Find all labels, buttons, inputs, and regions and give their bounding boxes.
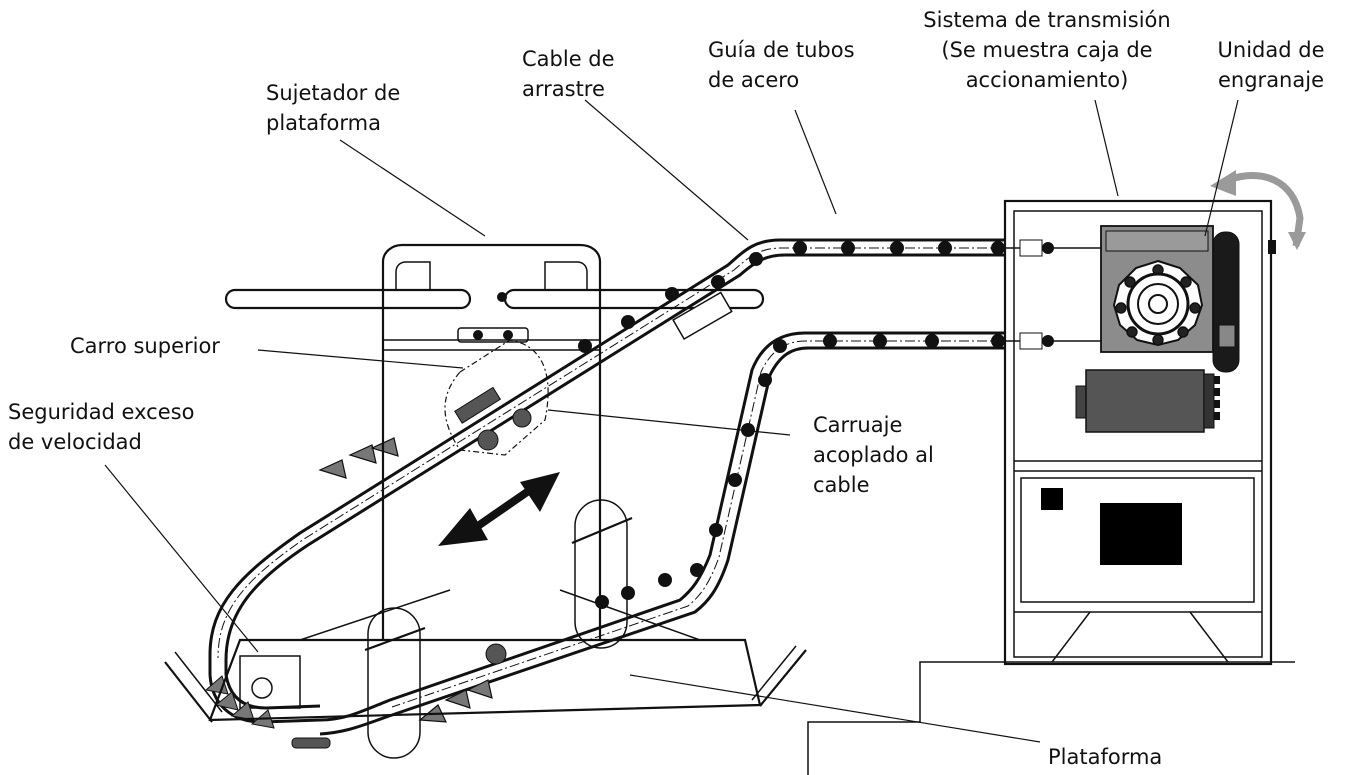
cable-beads bbox=[578, 241, 1005, 609]
rotation-arrow bbox=[1210, 170, 1306, 250]
label-cable-carriage-line2: acoplado al bbox=[813, 443, 934, 467]
rail-rollers bbox=[318, 437, 493, 723]
label-drag-cable-line2: arrastre bbox=[522, 77, 605, 101]
platform-holder bbox=[224, 243, 765, 343]
label-platform-holder-line2: plataforma bbox=[266, 111, 381, 135]
label-platform-line1: Plataforma bbox=[1048, 745, 1162, 769]
drive-cabinet bbox=[1003, 199, 1273, 666]
control-block bbox=[1100, 503, 1182, 565]
label-overspeed-safety-line1: Seguridad exceso bbox=[8, 400, 194, 424]
label-platform-holder: Sujetador de plataforma bbox=[266, 81, 400, 135]
gearbox bbox=[1100, 225, 1276, 353]
label-overspeed-safety-line2: de velocidad bbox=[8, 430, 142, 454]
label-upper-carriage-line1: Carro superior bbox=[70, 334, 220, 358]
drive-belt bbox=[1212, 231, 1240, 373]
label-tube-guide-line2: de acero bbox=[708, 68, 799, 92]
cable-lines bbox=[1005, 239, 1101, 350]
label-tube-guide-line1: Guía de tubos bbox=[708, 38, 855, 62]
label-gear-unit-line2: engranaje bbox=[1218, 68, 1324, 92]
upper-carriage bbox=[444, 339, 549, 456]
label-transmission-line1: Sistema de transmisión bbox=[923, 8, 1170, 32]
label-platform: Plataforma bbox=[1048, 745, 1162, 769]
control-indicator bbox=[1041, 488, 1063, 510]
label-transmission: Sistema de transmisión (Se muestra caja … bbox=[923, 8, 1170, 92]
label-gear-unit-line1: Unidad de bbox=[1218, 38, 1325, 62]
label-gear-unit: Unidad de engranaje bbox=[1218, 38, 1325, 92]
label-transmission-line3: accionamiento) bbox=[966, 68, 1129, 92]
label-cable-carriage: Carruaje acoplado al cable bbox=[813, 413, 934, 497]
label-drag-cable-line1: Cable de bbox=[522, 47, 615, 71]
motion-arrow bbox=[438, 472, 560, 546]
label-platform-holder-line1: Sujetador de bbox=[266, 81, 400, 105]
label-drag-cable: Cable de arrastre bbox=[522, 47, 615, 101]
cable-carriages bbox=[364, 499, 633, 759]
label-tube-guide: Guía de tubos de acero bbox=[708, 38, 855, 92]
outer-rail bbox=[208, 238, 1005, 675]
label-overspeed-safety: Seguridad exceso de velocidad bbox=[8, 400, 194, 454]
platform-base bbox=[164, 638, 807, 723]
leader-lines bbox=[104, 99, 1239, 743]
platform-frame bbox=[299, 290, 701, 641]
motor bbox=[1075, 369, 1220, 433]
inner-rail bbox=[319, 331, 1005, 736]
label-transmission-line2: (Se muestra caja de bbox=[941, 38, 1152, 62]
label-upper-carriage: Carro superior bbox=[70, 334, 220, 358]
label-cable-carriage-line1: Carruaje bbox=[813, 413, 902, 437]
label-cable-carriage-line3: cable bbox=[813, 473, 870, 497]
